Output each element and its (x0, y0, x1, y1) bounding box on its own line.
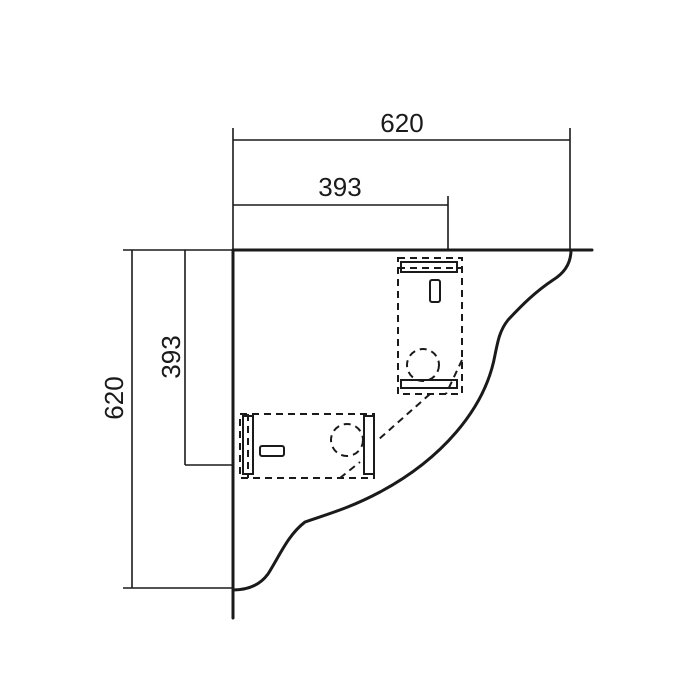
top-dimension-620: 620 (232, 108, 571, 250)
upper-handle (429, 279, 441, 303)
upper-circle (406, 348, 440, 382)
upper-shelf-module (377, 257, 463, 441)
lower-handle (259, 445, 285, 457)
lower-circle (330, 423, 364, 457)
top-dimension-393: 393 (233, 172, 449, 250)
left-overall-label: 620 (99, 376, 129, 419)
left-partial-label: 393 (156, 335, 186, 378)
top-overall-label: 620 (380, 108, 423, 138)
lower-shelf-module (239, 413, 375, 479)
left-dimension-620: 620 (99, 249, 233, 589)
cabinet-outline (231, 248, 594, 620)
top-partial-label: 393 (318, 172, 361, 202)
left-dimension-393: 393 (156, 250, 233, 466)
